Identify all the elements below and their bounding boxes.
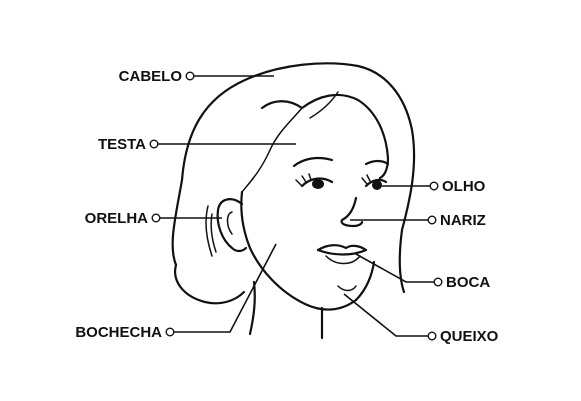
left-eye (300, 177, 334, 188)
right-eyebrow (364, 159, 390, 166)
right-lashes (361, 174, 371, 185)
label-hair: CABELO (119, 68, 183, 85)
label-cheek: BOCHECHA (75, 324, 162, 341)
ear-hair-1 (210, 213, 217, 253)
label-chin: QUEIXO (440, 328, 499, 345)
ear-hair-2 (205, 205, 213, 257)
lower-lip (325, 255, 361, 265)
forehead-dot (149, 139, 159, 149)
leader-lines (158, 75, 434, 337)
mouth-leader (355, 253, 434, 283)
label-nose: NARIZ (440, 212, 486, 229)
upper-lip (316, 244, 368, 252)
right-pupil (372, 180, 382, 190)
left-lashes (295, 173, 312, 187)
chin-crease (337, 285, 357, 292)
cheek-leader (174, 243, 277, 333)
cheek-dot (165, 327, 175, 337)
ear-inner (226, 211, 233, 235)
face-contour (240, 190, 376, 311)
label-eye: OLHO (442, 178, 486, 195)
left-eyebrow (292, 156, 334, 168)
hair-strand (260, 93, 390, 180)
eye-dot (429, 181, 439, 191)
label-mouth: BOCA (446, 274, 490, 291)
label-ear: ORELHA (85, 210, 149, 227)
chin-leader (343, 293, 428, 337)
ear-dot (151, 213, 161, 223)
nose-dot (427, 215, 437, 225)
hair-dot (185, 71, 195, 81)
leader-dots (149, 71, 443, 341)
hair-strand-2 (309, 91, 339, 119)
labels: CABELO TESTA ORELHA BOCHECHA OLHO NARIZ … (75, 68, 498, 345)
left-pupil (312, 179, 324, 189)
hair-lower-left (174, 263, 246, 305)
hair-outline (171, 62, 416, 294)
lip-line (316, 248, 368, 256)
chin-dot (427, 331, 437, 341)
label-forehead: TESTA (98, 136, 146, 153)
hair-part (241, 107, 303, 193)
ear-outline (216, 198, 248, 253)
face-illustration (171, 62, 416, 340)
mouth-dot (433, 277, 443, 287)
nose (340, 196, 364, 228)
